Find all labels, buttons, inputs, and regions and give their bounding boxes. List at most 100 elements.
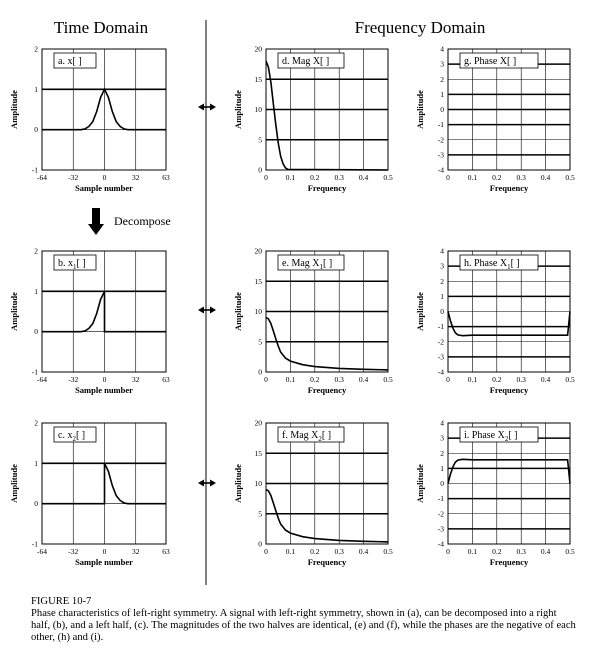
ytick-label-i-3: -1 xyxy=(438,494,444,503)
plot-frame-b xyxy=(41,250,167,373)
ytick-label-a-3: 2 xyxy=(34,45,38,54)
decompose-label: Decompose xyxy=(114,214,171,228)
xtick-label-e-3: 0.3 xyxy=(335,375,345,384)
xtick-label-f-3: 0.3 xyxy=(335,547,345,556)
ytick-label-a-2: 1 xyxy=(34,85,38,94)
ytick-label-i-8: 4 xyxy=(440,419,444,428)
ytick-label-h-1: -3 xyxy=(438,352,444,361)
plot-frame-e xyxy=(265,250,389,373)
xtick-label-i-2: 0.2 xyxy=(492,547,502,556)
series-line-b xyxy=(42,290,166,333)
xtick-label-a-1: -32 xyxy=(68,173,78,182)
ytick-label-g-8: 4 xyxy=(440,45,444,54)
panel-label-g: g. Phase X[ ] xyxy=(464,56,516,67)
panel-label-box-i xyxy=(459,426,539,443)
series-line-d xyxy=(265,60,389,171)
xaxis-label-h: Frequency xyxy=(490,385,529,395)
ytick-label-i-1: -3 xyxy=(438,524,444,533)
xtick-label-d-2: 0.2 xyxy=(310,173,320,182)
ytick-label-h-3: -1 xyxy=(438,322,444,331)
ytick-label-e-4: 20 xyxy=(255,247,263,256)
xtick-label-h-3: 0.3 xyxy=(517,375,527,384)
xtick-label-b-0: -64 xyxy=(37,375,47,384)
series-line-e xyxy=(265,316,389,371)
xtick-label-c-1: -32 xyxy=(68,547,78,556)
xaxis-label-d: Frequency xyxy=(308,183,347,193)
ytick-label-i-5: 1 xyxy=(440,464,444,473)
xtick-label-d-4: 0.4 xyxy=(359,173,369,182)
ytick-label-e-0: 0 xyxy=(258,368,262,377)
ytick-label-f-1: 5 xyxy=(258,509,262,518)
ytick-label-g-4: 0 xyxy=(440,105,444,114)
yaxis-label-h: Amplitude xyxy=(415,292,425,331)
yaxis-label-b: Amplitude xyxy=(9,292,19,331)
xaxis-label-a: Sample number xyxy=(75,183,133,193)
xtick-label-a-0: -64 xyxy=(37,173,47,182)
ytick-label-h-4: 0 xyxy=(440,307,444,316)
ytick-label-h-0: -4 xyxy=(438,368,444,377)
xtick-label-e-4: 0.4 xyxy=(359,375,369,384)
xtick-label-d-0: 0 xyxy=(264,173,268,182)
time-domain-heading: Time Domain xyxy=(54,18,149,37)
panel-label-i: i. Phase X2[ ] xyxy=(464,430,518,443)
figure-caption-block: FIGURE 10-7 Phase characteristics of lef… xyxy=(31,596,576,644)
xaxis-label-b: Sample number xyxy=(75,385,133,395)
ytick-label-e-3: 15 xyxy=(255,277,263,286)
panel-label-h: h. Phase X1[ ] xyxy=(464,258,520,271)
ytick-label-i-6: 2 xyxy=(440,449,444,458)
panel-label-box-f xyxy=(277,426,345,443)
xtick-label-e-2: 0.2 xyxy=(310,375,320,384)
xtick-label-g-0: 0 xyxy=(446,173,450,182)
ytick-label-f-3: 15 xyxy=(255,449,263,458)
xtick-label-b-3: 32 xyxy=(132,375,140,384)
xtick-label-i-3: 0.3 xyxy=(517,547,527,556)
xtick-label-a-4: 63 xyxy=(162,173,170,182)
ytick-label-g-2: -2 xyxy=(438,135,444,144)
ytick-label-e-1: 5 xyxy=(258,337,262,346)
ytick-label-f-4: 20 xyxy=(255,419,263,428)
ytick-label-g-1: -3 xyxy=(438,150,444,159)
panel-label-f: f. Mag X2[ ] xyxy=(282,430,331,443)
ytick-label-h-5: 1 xyxy=(440,292,444,301)
ytick-label-b-2: 1 xyxy=(34,287,38,296)
xtick-label-c-0: -64 xyxy=(37,547,47,556)
xtick-label-i-4: 0.4 xyxy=(541,547,551,556)
xaxis-label-i: Frequency xyxy=(490,557,529,567)
xtick-label-f-5: 0.5 xyxy=(383,547,393,556)
ytick-label-g-5: 1 xyxy=(440,90,444,99)
yaxis-label-f: Amplitude xyxy=(233,464,243,503)
xtick-label-c-2: 0 xyxy=(103,547,107,556)
xtick-label-e-0: 0 xyxy=(264,375,268,384)
ytick-label-i-4: 0 xyxy=(440,479,444,488)
ytick-label-g-3: -1 xyxy=(438,120,444,129)
ytick-label-d-2: 10 xyxy=(255,105,263,114)
plot-frame-c xyxy=(41,422,167,545)
ytick-label-a-1: 0 xyxy=(34,125,38,134)
xtick-label-g-3: 0.3 xyxy=(517,173,527,182)
decompose-arrow xyxy=(88,208,104,235)
xtick-label-d-5: 0.5 xyxy=(383,173,393,182)
xtick-label-d-3: 0.3 xyxy=(335,173,345,182)
xtick-label-f-1: 0.1 xyxy=(286,547,296,556)
xtick-label-i-1: 0.1 xyxy=(468,547,478,556)
ytick-label-h-2: -2 xyxy=(438,337,444,346)
panel-label-b: b. x1[ ] xyxy=(58,258,86,271)
yaxis-label-i: Amplitude xyxy=(415,464,425,503)
panel-label-box-e xyxy=(277,254,345,271)
ytick-label-h-6: 2 xyxy=(440,277,444,286)
ytick-label-d-0: 0 xyxy=(258,166,262,175)
ytick-label-g-0: -4 xyxy=(438,166,444,175)
panel-label-box-h xyxy=(459,254,539,271)
figure-caption: Phase characteristics of left-right symm… xyxy=(31,608,576,643)
ytick-label-i-7: 3 xyxy=(440,434,444,443)
ytick-label-d-4: 20 xyxy=(255,45,263,54)
ytick-label-d-1: 5 xyxy=(258,135,262,144)
xtick-label-b-1: -32 xyxy=(68,375,78,384)
xtick-label-d-1: 0.1 xyxy=(286,173,296,182)
xtick-label-h-1: 0.1 xyxy=(468,375,478,384)
